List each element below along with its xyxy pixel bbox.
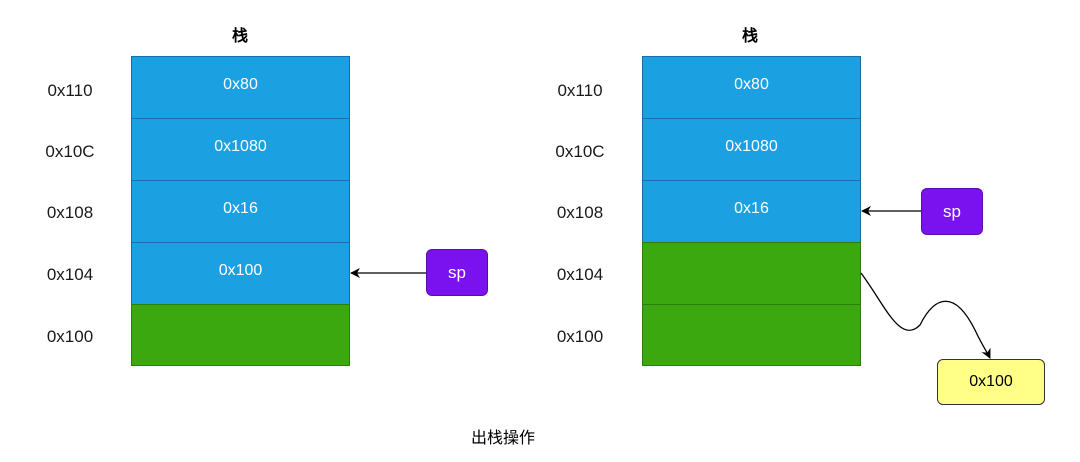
cell-value: 0x1080 xyxy=(214,137,267,155)
right-sp-pointer: sp xyxy=(921,188,983,235)
left-stack-cell: 0x100 xyxy=(131,242,350,305)
right-address-label: 0x110 xyxy=(557,81,603,100)
cell-value: 0x16 xyxy=(223,199,258,217)
left-stack-cell-empty xyxy=(131,304,350,366)
right-address-label: 0x100 xyxy=(556,327,604,346)
left-stack-cell: 0x1080 xyxy=(131,118,350,181)
left-address-label: 0x108 xyxy=(46,203,94,222)
right-stack-cell: 0x80 xyxy=(642,56,861,119)
right-address-label: 0x10C xyxy=(555,142,605,161)
right-address-label: 0x108 xyxy=(556,203,604,222)
left-address-label: 0x10C xyxy=(45,142,95,161)
left-sp-pointer: sp xyxy=(426,249,488,296)
left-stack-title: 栈 xyxy=(231,26,248,45)
diagram-caption: 出栈操作 xyxy=(470,428,535,447)
left-address-label: 0x100 xyxy=(46,327,94,346)
left-stack-cell: 0x16 xyxy=(131,180,350,243)
right-stack-title: 栈 xyxy=(741,26,758,45)
left-address-label: 0x104 xyxy=(46,265,94,284)
left-address-label: 0x110 xyxy=(47,81,93,100)
cell-value: 0x16 xyxy=(734,199,769,217)
right-address-label: 0x104 xyxy=(556,265,604,284)
pop-curve-arrow xyxy=(860,272,991,359)
right-stack-cell-empty xyxy=(642,304,861,366)
cell-value: 0x80 xyxy=(223,75,258,93)
cell-value: 0x1080 xyxy=(725,137,778,155)
cell-value: 0x80 xyxy=(734,75,769,93)
right-stack-cell-empty xyxy=(642,242,861,305)
popped-value-box: 0x100 xyxy=(937,359,1045,405)
cell-value: 0x100 xyxy=(218,261,263,279)
